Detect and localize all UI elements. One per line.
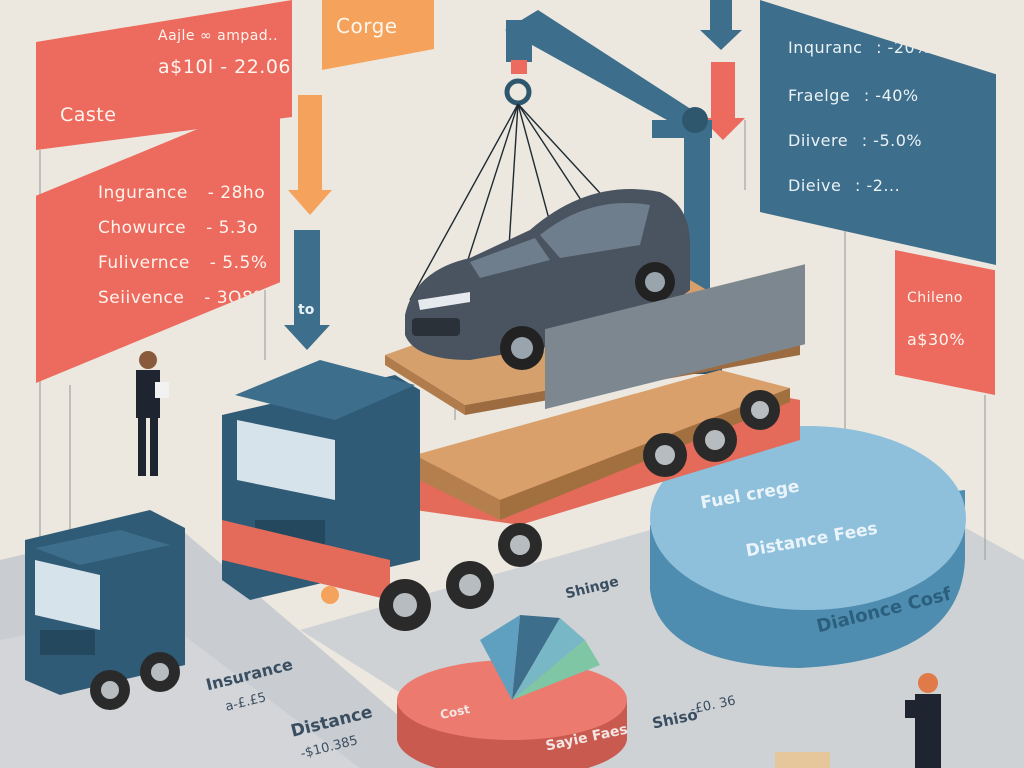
charge-label: Corge [336, 14, 398, 38]
down-arrow-icon [700, 0, 742, 50]
fee-label: Chowurce [98, 218, 187, 238]
fee-label: Fulivernce [98, 253, 190, 273]
rate-value: : -40% [863, 86, 919, 105]
rate-row-2: Fraelge : -40% [788, 86, 919, 105]
small-truck [25, 510, 185, 710]
down-arrow-icon [284, 230, 330, 350]
rate-label: Fraelge [788, 86, 851, 105]
charge-panel: Corge [322, 0, 434, 70]
cost-summary-line: Aajle ∞ ampad.. [158, 28, 279, 44]
fee-row-3: Fulivernce - 5.5% [98, 253, 268, 273]
pie-chart [397, 615, 627, 768]
fee-label: Ingurance [98, 183, 188, 203]
extra-charge-value: a$30% [907, 330, 966, 349]
rate-row-3: Diivere : -5.0% [788, 131, 922, 150]
cost-summary-value: a$10l - 22.06 [158, 56, 292, 78]
box-icon [775, 752, 830, 768]
fee-value: - 5.3o [206, 218, 259, 238]
fee-value: - 28ho [207, 183, 266, 203]
rate-value: : -2... [854, 176, 901, 195]
rate-row-4: Dieive : -2... [788, 176, 900, 195]
person-figure [136, 351, 169, 476]
down-arrow-icon [288, 95, 332, 215]
fee-label: Seiivence [98, 288, 185, 308]
rate-value: : -5.0% [861, 131, 923, 150]
truck-wheels [379, 390, 780, 631]
rate-label: Dieive [788, 176, 842, 195]
arrow-tag: to [298, 302, 315, 318]
fee-row-4: Seiivence - 3O8% [98, 288, 270, 308]
fee-row-1: Ingurance - 28ho [98, 183, 265, 203]
fee-row-2: Chowurce - 5.3o [98, 218, 258, 238]
cost-summary-title: Caste [60, 104, 117, 126]
person-figure [905, 673, 941, 768]
rate-label: Diivere [788, 131, 849, 150]
extra-charge-panel: Chileno a$30% [895, 250, 995, 395]
fee-value: - 5.5% [209, 253, 268, 273]
extra-charge-title: Chileno [907, 290, 963, 306]
rate-label: Inquranc [788, 38, 863, 57]
distance-cost-ellipse [650, 426, 966, 668]
